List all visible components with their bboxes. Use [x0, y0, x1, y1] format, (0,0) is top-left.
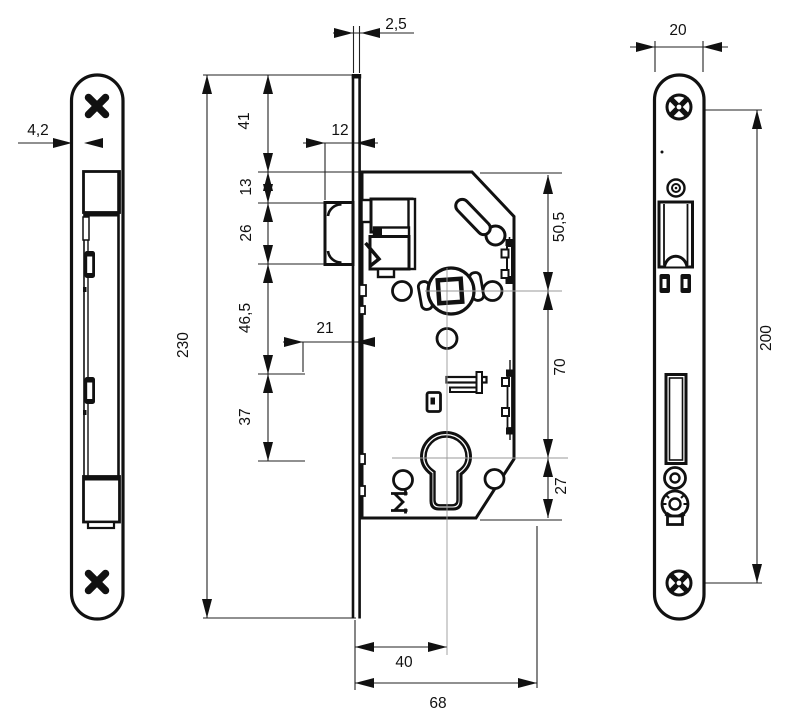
centerlines — [392, 268, 568, 655]
phillips-screw-icon — [667, 571, 691, 595]
dim-label-21: 21 — [316, 320, 333, 337]
dim-label-46-5: 46,5 — [237, 303, 254, 333]
retaining-clip — [391, 490, 408, 514]
dimension-labels: 4,2 2,5 12 21 41 13 26 46,5 37 230 50,5 … — [27, 16, 775, 712]
dim-label-12: 12 — [331, 122, 348, 139]
cylinder-cam-icon — [660, 489, 690, 526]
faceplate-side-view — [69, 73, 125, 621]
fixing-screw-icon — [663, 466, 687, 490]
dim-label-37: 37 — [237, 408, 254, 425]
dim-label-70: 70 — [552, 358, 569, 376]
dim-label-40: 40 — [395, 654, 413, 671]
faceplate-side-outline — [69, 73, 125, 621]
lock-case-edge — [82, 170, 121, 530]
latch-prongs — [659, 274, 691, 293]
phillips-screw-icon — [667, 95, 691, 119]
bolt-stump-bracket — [445, 371, 488, 394]
faceplate-front-view — [652, 73, 706, 621]
square-clip — [425, 391, 442, 413]
dim-label-20: 20 — [669, 22, 687, 39]
dim-label-13: 13 — [238, 178, 255, 195]
dim-label-230: 230 — [175, 332, 192, 358]
dim-label-26: 26 — [238, 224, 255, 241]
faceplate-edge — [351, 74, 362, 619]
latch-bolt — [323, 201, 355, 266]
latch-mechanism — [360, 197, 417, 279]
dim-label-2-5: 2,5 — [385, 16, 407, 33]
dim-label-41: 41 — [236, 112, 253, 129]
dim-label-68: 68 — [429, 695, 446, 712]
dim-label-50-5: 50,5 — [551, 212, 568, 242]
fixing-hole — [392, 469, 414, 491]
latch-cutout — [657, 200, 694, 269]
strike-bracket-lower — [501, 360, 513, 440]
faceplate-front-outline — [652, 73, 706, 621]
deadbolt-cutout — [664, 373, 688, 465]
dim-label-4-2: 4,2 — [27, 122, 49, 139]
adjuster-screw-icon — [666, 178, 686, 198]
fixing-hole — [391, 280, 413, 302]
latch-spring — [364, 241, 382, 268]
dim-label-200: 200 — [758, 325, 775, 351]
lock-body-side-view — [323, 74, 568, 655]
spring-lever — [454, 197, 507, 247]
fixing-hole — [483, 468, 506, 490]
dim-label-27: 27 — [553, 477, 570, 494]
strike-bracket-upper — [500, 237, 513, 284]
